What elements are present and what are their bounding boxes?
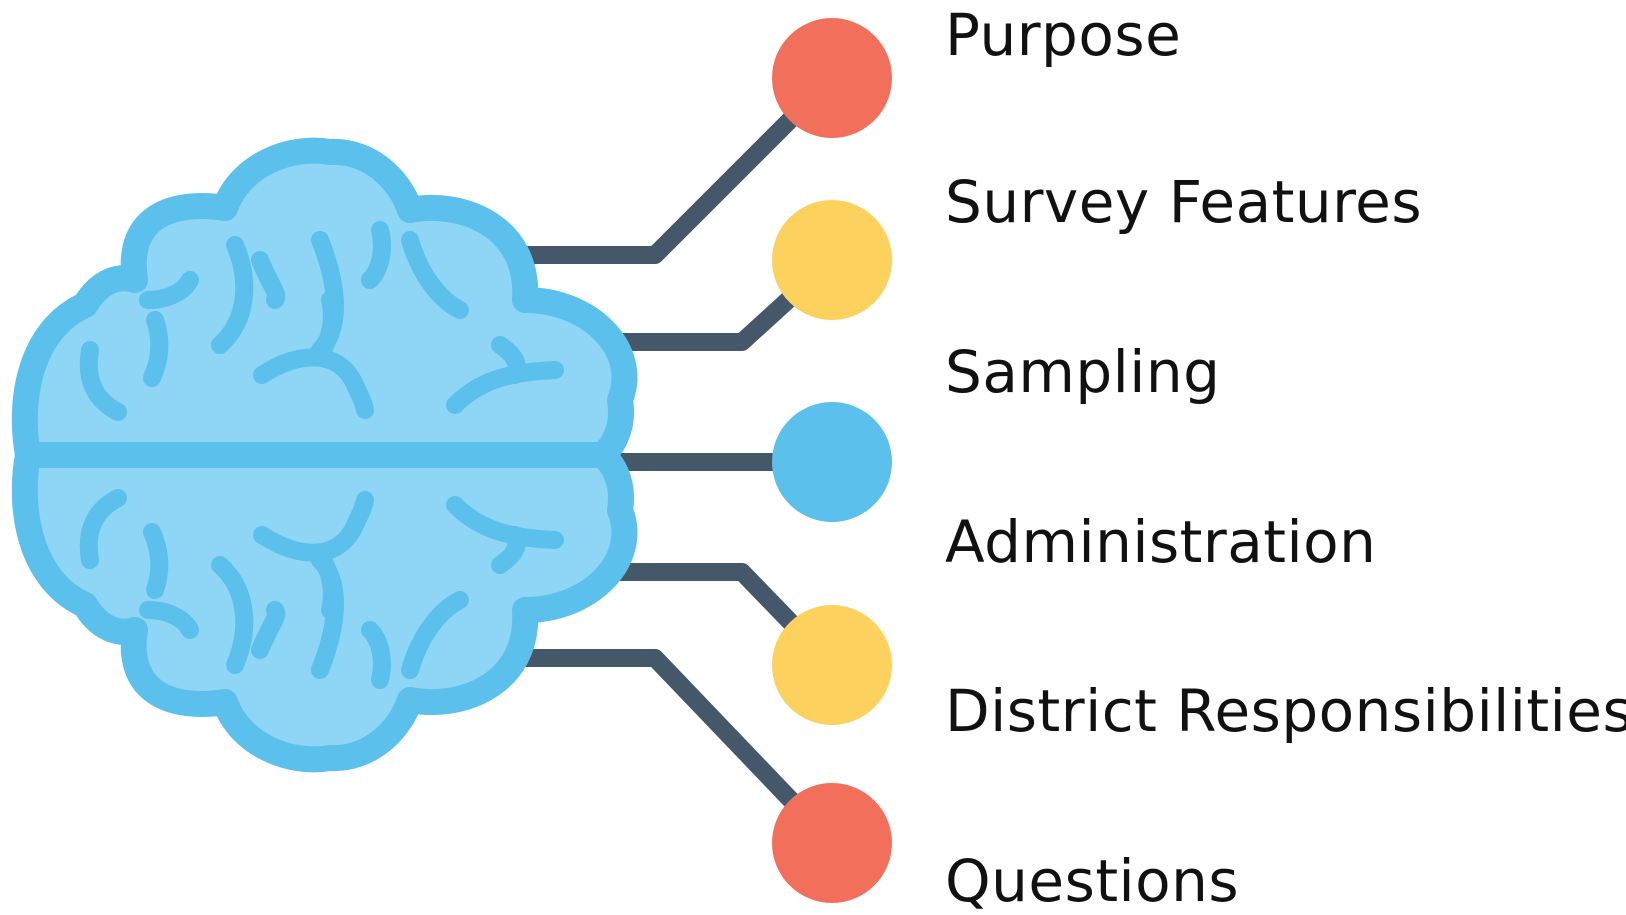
topic-label-district-responsibilities: District Responsibilities <box>945 677 1626 745</box>
connector-line-1 <box>491 69 841 264</box>
topic-dots <box>772 18 892 903</box>
brain-folds-top <box>79 221 564 421</box>
topic-label-administration: Administration <box>945 508 1377 576</box>
topic-dot-sampling <box>772 402 892 522</box>
topic-dot-district-responsibilities <box>772 783 892 903</box>
connector-line-5 <box>491 649 841 852</box>
topic-dot-administration <box>772 605 892 725</box>
topic-label-sampling: Sampling <box>945 338 1221 406</box>
topic-label-purpose: Purpose <box>945 1 1182 69</box>
topic-label-survey-features: Survey Features <box>945 168 1423 236</box>
brain-icon <box>11 137 638 773</box>
topic-label-questions: Questions <box>945 847 1240 915</box>
topic-dot-survey-features <box>772 200 892 320</box>
topic-dot-purpose <box>772 18 892 138</box>
brain-folds-bottom <box>79 489 564 689</box>
